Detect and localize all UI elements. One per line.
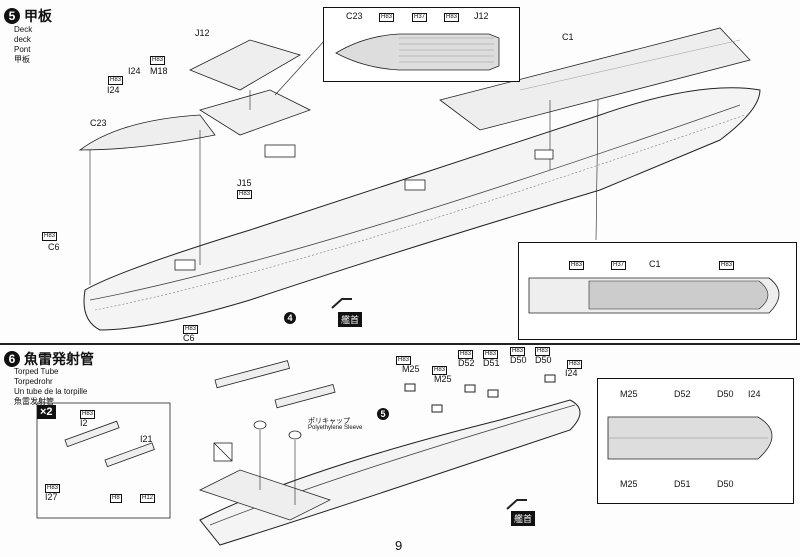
section-divider [0,343,800,345]
paint-code: H83 [237,190,253,199]
label-c6-b: C6 [183,333,195,343]
paint-code: H83 [567,360,583,369]
label-c1-inset: C1 [649,259,661,269]
paint-code: H37 [611,261,627,270]
multiplier-badge: ×2 [37,405,56,419]
step6-sub-2: Un tube de la torpille [14,387,88,396]
page-number: 9 [395,538,403,553]
paint-code: H8 [110,494,122,503]
paint-code: H83 [719,261,735,270]
step6-sub-1: Torpedrohr [14,377,53,386]
bow-indicator-6 [505,497,529,511]
paint-code: H83 [150,56,166,65]
label-c1: C1 [562,32,574,42]
step5-number: 5 [4,8,20,24]
label-i21: I21 [140,434,153,444]
step5-title: 甲板 [24,9,52,25]
paint-code: H83 [458,350,474,359]
label-c23: C23 [90,118,107,128]
step5-sub-1: deck [14,35,31,44]
label-i24-s6: I24 [565,368,578,378]
label-d51: D51 [483,358,500,368]
paint-code: H37 [412,13,428,22]
sub-step-4: 4 [284,312,296,324]
bow-label-6: 艦首 [511,511,536,526]
label-i2: I2 [80,418,88,428]
paint-code: H12 [140,494,156,503]
label-d50-b: D50 [535,355,552,365]
label-i24: I24 [128,66,141,76]
sub-step-5: 5 [377,408,389,420]
label-j15: J15 [237,178,252,188]
inset-label-d52: D52 [674,389,691,399]
step6-title: 魚雷発射管 [24,352,94,368]
step6-deck-inset: M25 D52 D50 I24 M25 D51 D50 [597,378,794,504]
label-j12-inset: J12 [474,11,489,21]
inset-label-d50: D50 [717,389,734,399]
sleeve-label-jp: ポリキャップ [308,418,350,425]
bow-indicator [330,296,354,310]
paint-code: H83 [396,356,412,365]
inset-label-m25: M25 [620,389,638,399]
paint-code: H83 [42,232,58,241]
step5-sub-0: Deck [14,25,33,34]
sleeve-label-en: Polyethylene Sleeve [308,425,363,431]
bow-label: 艦首 [338,312,363,327]
label-j12: J12 [195,28,210,38]
step6-sub-3: 魚雷发射管 [14,397,54,406]
step5-sub-2: Pont [14,45,31,54]
paint-code: H83 [108,76,124,85]
label-m25: M25 [402,364,420,374]
paint-code: H83 [535,347,551,356]
paint-code: H83 [379,13,395,22]
step6-number: 6 [4,351,20,367]
paint-code: H83 [483,350,499,359]
step5-deck-inset: H83 H37 C1 H83 [518,242,797,340]
inset-label-m25-b: M25 [620,479,638,489]
paint-code: H83 [569,261,585,270]
paint-code: H83 [432,366,448,375]
paint-code: H83 [45,484,61,493]
paint-code: H83 [183,325,199,334]
label-d50: D50 [510,355,527,365]
label-c23-inset: C23 [346,11,363,21]
inset-label-d51: D51 [674,479,691,489]
paint-code: H83 [80,410,96,419]
step6-subtitles: Torped Tube Torpedrohr Un tube de la tor… [14,367,87,407]
paint-code: H83 [444,13,460,22]
label-m25-b: M25 [434,374,452,384]
label-c6: C6 [48,242,60,252]
label-d52: D52 [458,358,475,368]
step5-subtitles: Deck deck Pont 甲板 [14,25,32,65]
step5-sub-3: 甲板 [14,55,30,64]
label-m18: M18 [150,66,168,76]
step6-sub-0: Torped Tube [14,367,59,376]
label-i27: I27 [45,492,58,502]
step5-header: 5 甲板 [4,6,52,26]
step5-top-inset: C23 J12 H83 H37 H83 [323,7,520,82]
paint-code: H83 [510,347,526,356]
step6-header: 6 魚雷発射管 [4,349,94,369]
label-i24-b: I24 [107,85,120,95]
inset-label-d50-b: D50 [717,479,734,489]
inset-label-i24: I24 [748,389,761,399]
